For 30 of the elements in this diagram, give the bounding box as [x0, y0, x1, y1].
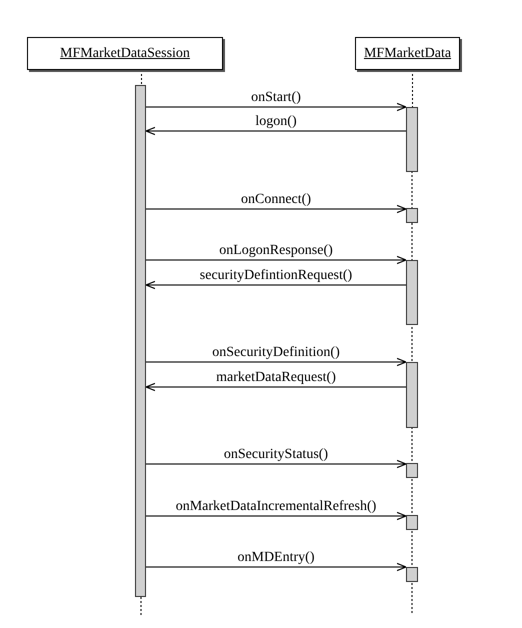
message-arrow: [145, 126, 406, 136]
activation-bar: [406, 567, 418, 582]
object-box: MFMarketData: [355, 37, 460, 70]
message-label: onStart(): [249, 90, 303, 105]
activation-bar: [406, 107, 418, 172]
message-arrow: [146, 358, 407, 366]
activation-bar: [406, 463, 418, 478]
activation-bar: [406, 260, 418, 325]
message-label: securityDefintionRequest(): [198, 268, 354, 283]
activation-bar: [406, 515, 418, 530]
activation-bar: [406, 208, 418, 223]
message-arrow: [146, 256, 407, 264]
message-label: onMDEntry(): [236, 550, 316, 565]
message-arrow: [146, 102, 407, 112]
message-arrow: [145, 382, 406, 392]
message-label: onMarketDataIncrementalRefresh(): [174, 499, 378, 514]
message-label: onLogonResponse(): [217, 243, 335, 258]
message-label: onSecurityDefinition(): [210, 345, 342, 360]
message-label: onConnect(): [239, 192, 313, 207]
activation-bar: [406, 362, 418, 428]
activation-bar: [135, 85, 146, 597]
message-arrow: [146, 562, 407, 572]
message-arrow: [146, 204, 407, 214]
message-label: onSecurityStatus(): [222, 447, 330, 462]
message-arrow: [146, 460, 407, 468]
message-label: marketDataRequest(): [214, 370, 338, 385]
message-label: logon(): [253, 114, 299, 129]
object-box: MFMarketDataSession: [27, 37, 223, 70]
message-arrow: [146, 512, 407, 520]
message-arrow: [145, 280, 406, 290]
